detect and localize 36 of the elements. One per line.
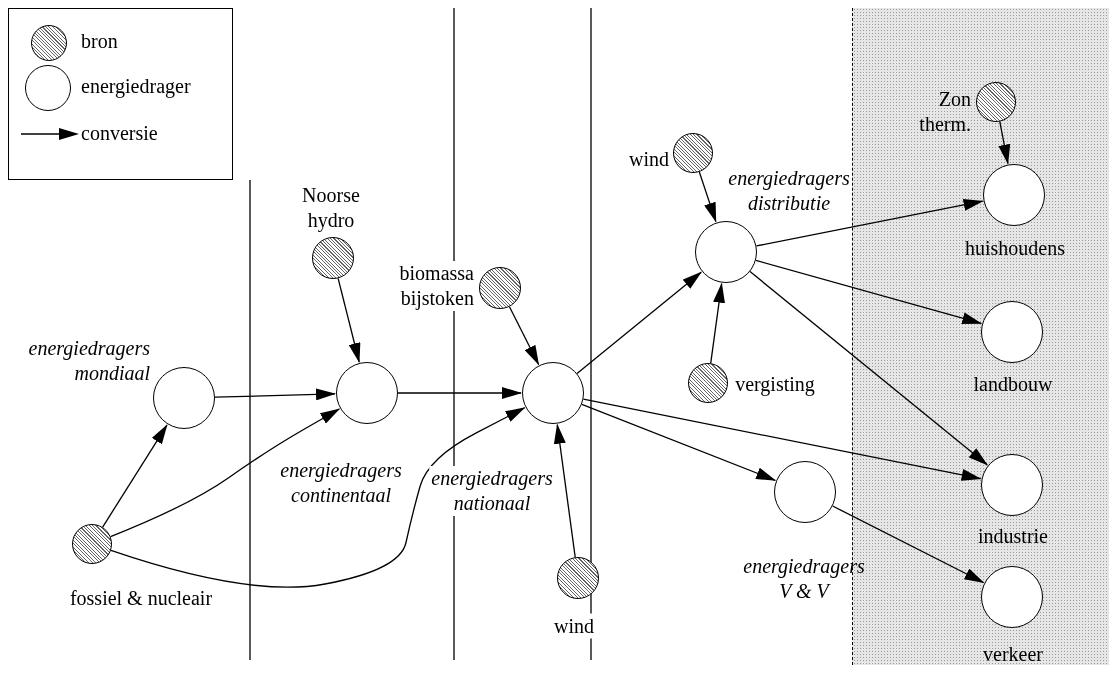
node-label: energiedragers distributie — [727, 166, 851, 216]
node-label: fossiel & nucleair — [68, 585, 214, 611]
arrow — [214, 388, 336, 401]
node-label: energiedragers nationaal — [429, 466, 555, 516]
arrow — [749, 270, 988, 466]
node-label: wind — [628, 146, 670, 172]
arrow — [109, 408, 341, 538]
arrow — [832, 505, 985, 584]
node-label: energiedragers V & V — [742, 554, 866, 604]
arrow — [755, 199, 984, 247]
arrow — [755, 259, 983, 325]
legend-label: conversie — [81, 122, 158, 145]
arrow — [553, 423, 576, 558]
arrow — [110, 407, 526, 588]
legend-label: energiedrager — [81, 75, 191, 98]
node-label: verkeer — [982, 641, 1044, 667]
node-label: vergisting — [734, 371, 816, 397]
node-label: landbouw — [972, 371, 1054, 397]
arrow — [337, 277, 361, 363]
arrow — [581, 403, 777, 481]
node-label: huishoudens — [964, 235, 1066, 261]
node-label: energiedragers mondiaal — [27, 336, 151, 386]
node-label: industrie — [977, 523, 1049, 549]
arrow — [397, 387, 522, 399]
node-label: biomassa bijstoken — [397, 261, 476, 311]
arrow — [710, 282, 725, 364]
node-label: wind — [552, 613, 596, 639]
arrow — [508, 306, 540, 366]
arrow — [102, 424, 168, 528]
node-label: energiedragers continentaal — [279, 458, 403, 508]
legend-label: bron — [81, 30, 118, 53]
node-label: Noorse hydro — [301, 183, 361, 233]
node-label: Zon therm. — [918, 87, 972, 137]
arrow — [698, 171, 717, 223]
arrow — [576, 271, 702, 375]
arrow — [582, 398, 982, 481]
